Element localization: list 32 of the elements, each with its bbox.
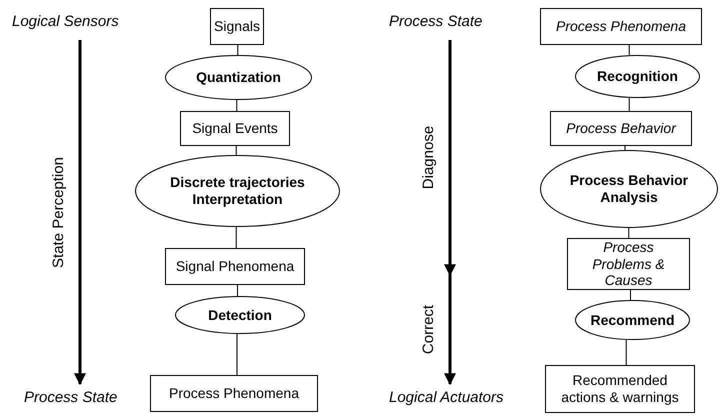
connector-line (624, 146, 626, 150)
arrow (444, 40, 456, 276)
process-box: Recommended actions & warnings (545, 365, 695, 413)
process-ellipse: Process Behavior Analysis (540, 150, 718, 228)
connector-line (628, 228, 630, 238)
text-label: Logical Actuators (385, 386, 535, 410)
connector-line (237, 44, 238, 56)
text-label: Process State (385, 10, 510, 34)
process-ellipse: Quantization (165, 55, 312, 100)
connector-line (626, 340, 627, 366)
connector-line (237, 284, 238, 296)
process-ellipse: Recommend (575, 300, 690, 340)
process-box: Process Phenomena (540, 8, 702, 45)
connector-line (236, 226, 237, 248)
process-box: Process Behavior (550, 111, 692, 146)
process-box: Signals (210, 8, 264, 45)
process-box: Signal Events (180, 111, 290, 146)
connector-line (628, 98, 630, 112)
process-box: Signal Phenomena (165, 248, 305, 285)
arrow (74, 40, 86, 386)
process-ellipse: Detection (175, 296, 305, 334)
text-label: Logical Sensors (8, 10, 158, 34)
connector-line (236, 100, 238, 112)
process-ellipse: Discrete trajectories Interpretation (135, 155, 340, 227)
connector-line (630, 290, 631, 300)
connector-line (628, 44, 630, 56)
process-box: Process Problems & Causes (567, 238, 690, 290)
process-box: Process Phenomena (150, 375, 318, 412)
arrow (444, 275, 456, 386)
process-ellipse: Recognition (575, 55, 700, 98)
connector-line (236, 334, 238, 376)
connector-line (236, 146, 237, 156)
